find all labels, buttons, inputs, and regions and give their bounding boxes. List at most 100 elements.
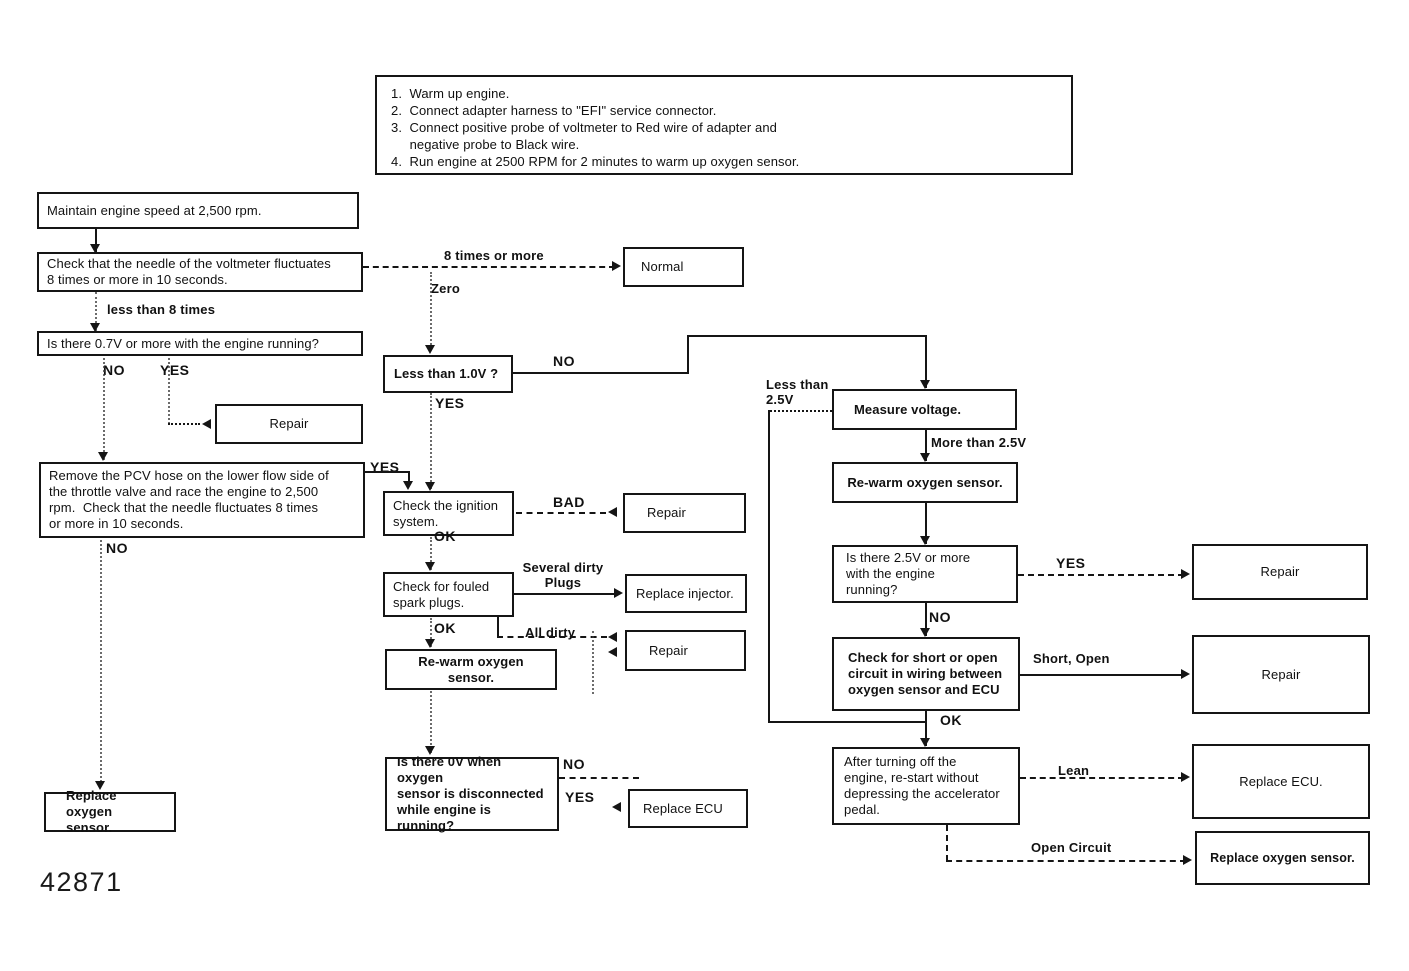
- connector: [687, 335, 927, 337]
- label-bad-ignition: BAD: [553, 494, 585, 510]
- connector: [592, 631, 594, 694]
- connector: [95, 229, 97, 252]
- label-ok-ignition: OK: [434, 528, 456, 544]
- label-ok-wiring: OK: [940, 712, 962, 728]
- label-no-less1v: NO: [553, 353, 575, 369]
- node-replace-oxygen-sensor-left: Replace oxygen sensor.: [44, 788, 176, 835]
- connector: [946, 860, 1186, 862]
- arrowhead: [98, 452, 108, 461]
- arrowhead: [608, 632, 617, 642]
- connector: [925, 335, 927, 388]
- node-replace-injector: Replace injector.: [625, 574, 747, 613]
- label-open-circuit: Open Circuit: [1031, 840, 1112, 855]
- label-no-0v: NO: [563, 756, 585, 772]
- label-yes-07v: YES: [160, 362, 190, 378]
- node-repair-bad-ignition: Repair: [623, 493, 746, 533]
- node-is-0point7v: Is there 0.7V or more with the engine ru…: [37, 331, 363, 356]
- connector: [925, 711, 927, 746]
- connector: [1018, 574, 1184, 576]
- arrowhead: [425, 482, 435, 491]
- node-rewarm-oxygen-sensor-right: Re-warm oxygen sensor.: [832, 462, 1018, 503]
- node-check-needle-fluctuates: Check that the needle of the voltmeter f…: [37, 252, 363, 292]
- node-repair-2point5v: Repair: [1192, 544, 1368, 600]
- connector: [1020, 674, 1184, 676]
- node-repair-left: Repair: [215, 404, 363, 444]
- connector: [514, 593, 619, 595]
- arrowhead: [403, 481, 413, 490]
- connector: [430, 272, 432, 348]
- connector: [168, 358, 170, 424]
- node-repair-short-open: Repair: [1192, 635, 1370, 714]
- label-more-than-25v: More than 2.5V: [931, 435, 1027, 450]
- arrowhead: [920, 738, 930, 747]
- arrowhead: [920, 380, 930, 389]
- arrowhead: [920, 536, 930, 545]
- connector: [95, 292, 97, 331]
- arrowhead: [920, 453, 930, 462]
- arrowhead: [1181, 669, 1190, 679]
- arrowhead: [612, 261, 621, 271]
- connector: [925, 503, 927, 544]
- arrowhead: [425, 639, 435, 648]
- connector: [770, 410, 832, 412]
- node-is-0v-disconnected: Is there 0V when oxygen sensor is discon…: [385, 754, 559, 833]
- connector: [364, 471, 409, 473]
- arrowhead: [90, 244, 100, 253]
- arrowhead: [614, 588, 623, 598]
- label-no-25v: NO: [929, 609, 951, 625]
- node-maintain-engine-speed: Maintain engine speed at 2,500 rpm.: [37, 192, 359, 229]
- connector: [103, 358, 105, 460]
- node-check-short-open-circuit: Check for short or open circuit in wirin…: [832, 637, 1020, 711]
- connector: [768, 721, 925, 723]
- label-no-pcv: NO: [106, 540, 128, 556]
- node-check-ignition-system: Check the ignition system.: [383, 491, 514, 536]
- connector: [168, 423, 200, 425]
- connector: [430, 537, 432, 570]
- label-yes-0v: YES: [565, 789, 595, 805]
- node-remove-pcv-hose: Remove the PCV hose on the lower flow si…: [39, 462, 365, 538]
- arrowhead: [1181, 569, 1190, 579]
- connector: [430, 618, 432, 647]
- label-8-times-or-more: 8 times or more: [444, 248, 544, 263]
- node-rewarm-oxygen-sensor-mid: Re-warm oxygen sensor.: [385, 649, 557, 690]
- arrowhead: [90, 323, 100, 332]
- connector: [497, 617, 499, 637]
- label-short-open: Short, Open: [1033, 651, 1110, 666]
- connector: [363, 266, 615, 268]
- connector: [408, 471, 410, 486]
- arrowhead: [425, 746, 435, 755]
- node-normal: Normal: [623, 247, 744, 287]
- arrowhead: [1181, 772, 1190, 782]
- arrowhead: [95, 781, 105, 790]
- node-preparation-instructions: 1. Warm up engine. 2. Connect adapter ha…: [375, 75, 1073, 175]
- connector: [925, 603, 927, 636]
- node-is-2point5v: Is there 2.5V or more with the engine ru…: [832, 545, 1018, 603]
- node-replace-oxygen-sensor-right: Replace oxygen sensor.: [1195, 831, 1370, 885]
- node-repair-all-dirty: Repair: [625, 630, 746, 671]
- node-replace-ecu-right: Replace ECU.: [1192, 744, 1370, 819]
- label-ok-plugs: OK: [434, 620, 456, 636]
- label-yes-25v: YES: [1056, 555, 1086, 571]
- arrowhead: [1183, 855, 1192, 865]
- node-check-fouled-spark-plugs: Check for fouled spark plugs.: [383, 572, 514, 617]
- label-several-dirty-plugs: Several dirty Plugs: [522, 560, 604, 590]
- connector: [100, 540, 102, 786]
- arrowhead: [425, 345, 435, 354]
- connector: [497, 636, 607, 638]
- arrowhead: [425, 562, 435, 571]
- connector: [687, 335, 689, 374]
- figure-number: 42871: [40, 867, 123, 897]
- arrowhead: [608, 647, 617, 657]
- node-measure-voltage: Measure voltage.: [832, 389, 1017, 430]
- label-less-than-25v: Less than 2.5V: [766, 377, 829, 407]
- connector: [516, 512, 606, 514]
- arrowhead: [612, 802, 621, 812]
- node-less-than-1v: Less than 1.0V ?: [383, 355, 513, 393]
- connector: [430, 393, 432, 489]
- node-replace-ecu-mid: Replace ECU: [628, 789, 748, 828]
- label-yes-less1v: YES: [435, 395, 465, 411]
- connector: [925, 430, 927, 461]
- connector: [946, 825, 948, 861]
- connector: [768, 410, 770, 722]
